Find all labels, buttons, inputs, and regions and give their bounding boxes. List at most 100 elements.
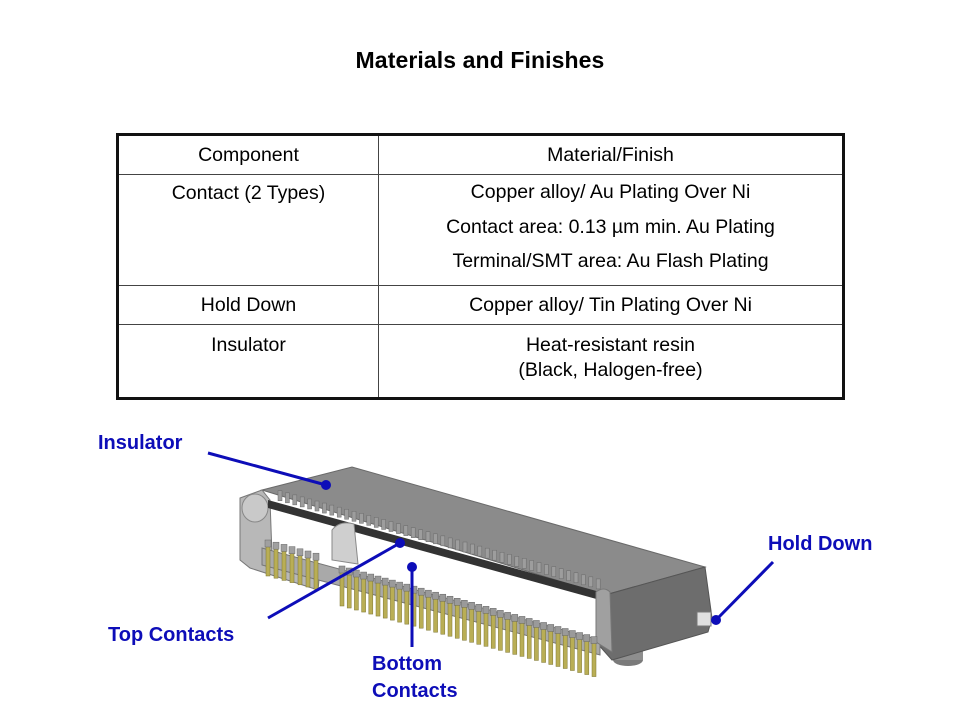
cell-material: Copper alloy/ Tin Plating Over Ni [378,285,844,325]
top-contacts-leader-line [267,541,401,620]
top-contact-tooth [588,576,594,588]
top-contact-tooth [359,513,364,524]
top-contact-tooth [581,574,586,586]
bottom-contact-pin [390,585,395,621]
materials-table: Component Material/Finish Contact (2 Typ… [116,133,845,400]
bottom-contact-pin [454,604,460,639]
contact-head [425,589,432,598]
top-contact-tooth [499,552,505,563]
top-contact-tooth [595,578,601,590]
top-contact-tooth [366,515,372,526]
contact-head [446,595,454,604]
material-line: (Black, Halogen-free) [518,359,703,381]
table-row: Contact (2 Types) Copper alloy/ Au Plati… [117,174,844,286]
top-contact-tooth [314,500,320,512]
contact-head [518,616,526,624]
top-contact-tooth [410,527,416,538]
bottom-contact-pin [526,624,532,659]
contact-head [569,630,576,638]
bottom-contact-pin [447,601,453,637]
top-contact-tooth [477,545,483,557]
cell-component: Insulator [117,324,379,399]
page-title: Materials and Finishes [355,47,605,73]
hold-down-leader-dot [711,615,721,625]
bottom-contact-pin [483,612,489,647]
bottom-contact-pin [375,581,381,617]
top-contact-tooth [425,531,431,543]
cell-material: Copper alloy/ Au Plating Over Ni Contact… [378,174,844,286]
callout-leaders [207,451,775,647]
contact-head [533,620,540,628]
callout-bottom-contacts-line2: Contacts [372,680,458,702]
top-contact-tooth [492,549,497,561]
contact-head [338,565,346,574]
top-contact-tooth [447,537,453,549]
insulator-leader-dot [321,480,331,490]
contact-head [296,548,304,557]
top-contact-tooth [462,541,468,553]
contact-head [554,626,562,634]
contact-head [360,571,367,580]
contact-head [396,581,403,590]
top-contact-tooth [388,521,394,532]
callout-hold-down: Hold Down [768,533,873,555]
left-contact-pin [265,545,271,577]
top-contact-tooth [292,494,298,506]
hold-down-leader-line [714,560,775,622]
contact-head [482,606,490,614]
contact-head [461,600,468,608]
component-name: Contact (2 Types) [171,182,326,204]
top-contact-tooth [344,508,349,520]
top-contact-tooth [536,562,542,573]
contact-head [497,610,504,618]
bottom-contact-pin [354,575,359,611]
top-contact-tooth [433,533,438,545]
contact-head [367,573,375,582]
material-line: Terminal/SMT area: Au Flash Plating [452,250,769,272]
top-contacts-leader-dot [395,538,405,548]
bottom-contact-pin [570,636,575,671]
top-contact-tooth [514,556,520,567]
bottom-contact-pin [418,593,424,629]
top-contact-row [277,490,601,590]
contact-head [475,604,483,612]
contact-head [468,602,475,610]
left-contact-pin [305,556,311,588]
top-contact-tooth [566,570,571,581]
bottom-contact-row [338,565,598,677]
contact-head [417,587,425,596]
top-contact-tooth [521,558,527,569]
bottom-contact-pin [512,620,518,655]
contact-head [272,541,280,550]
contact-head [576,632,583,640]
material-line: Heat-resistant resin [525,334,696,356]
insulator-leader-line [207,451,327,487]
bottom-contact-pin [498,616,503,651]
callout-bottom-contacts-line1: Bottom [372,653,442,675]
top-contact-tooth [470,543,475,555]
bottom-contact-pin [433,597,438,633]
contact-head [590,636,598,644]
left-contact-pin [297,554,303,586]
material-line: Copper alloy/ Tin Plating Over Ni [469,294,752,316]
contact-head [280,544,288,552]
callout-insulator: Insulator [98,432,183,454]
bottom-contact-pin [591,642,597,677]
top-contact-tooth [329,504,335,516]
table-row: Insulator Heat-resistant resin (Black, H… [117,324,844,399]
bottom-contacts-leader-dot [407,562,417,572]
top-contact-tooth [322,502,327,514]
cell-material: Heat-resistant resin (Black, Halogen-fre… [378,324,844,399]
contact-head [264,539,272,548]
bottom-contact-pin [562,634,568,669]
contact-head [511,614,519,622]
top-contact-tooth [440,535,446,547]
bottom-contact-pin [382,583,388,619]
top-contact-tooth [381,519,386,530]
top-contact-tooth [299,496,305,508]
top-contact-tooth [455,539,460,551]
connector-illustration [239,466,713,666]
left-contact-group [264,539,320,590]
bottom-contact-pin [505,618,510,653]
